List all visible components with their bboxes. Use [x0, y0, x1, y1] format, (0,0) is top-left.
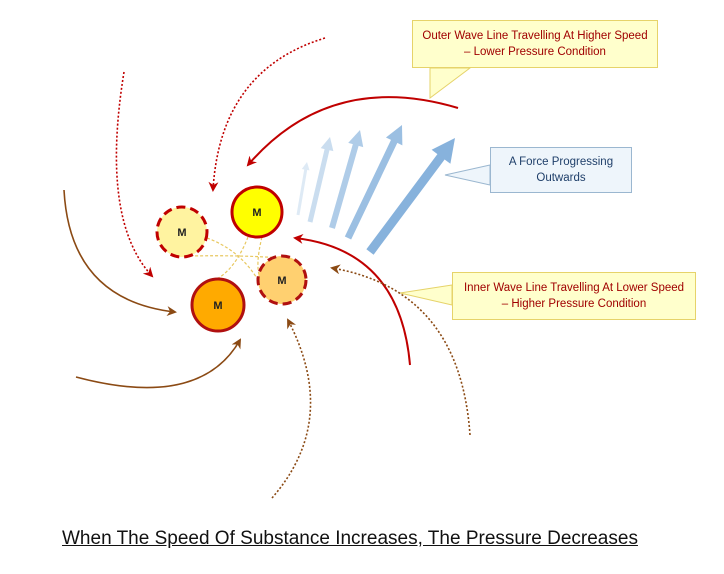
red-dotted-arrow-left: [115, 71, 154, 278]
force-arrow: [344, 125, 403, 240]
molecule-label: M: [277, 275, 287, 287]
force-arrow: [366, 138, 455, 255]
callout-outer-wave: Outer Wave Line Travelling At Higher Spe…: [412, 20, 658, 68]
red-dotted-arrow-top: [208, 37, 326, 192]
molecule-light-orange: [256, 254, 308, 306]
callout-pointer-force: [444, 164, 491, 186]
force-arrow: [296, 162, 310, 216]
callout-text: Outer Wave Line Travelling At Higher Spe…: [422, 30, 648, 42]
brown-dotted-arrow-right: [330, 264, 471, 436]
force-arrows: [296, 125, 455, 255]
caption: When The Speed Of Substance Increases, T…: [62, 528, 638, 549]
force-arrow: [307, 137, 334, 223]
outer-wave-arrow: [246, 96, 459, 167]
callout-pointer-outer: [429, 67, 472, 99]
callout-text: – Lower Pressure Condition: [464, 46, 606, 58]
molecule-orange: [190, 277, 246, 333]
molecule-label: M: [252, 207, 262, 219]
callout-text: – Higher Pressure Condition: [501, 298, 647, 310]
brown-arrow-bottom: [75, 338, 241, 389]
inner-wave-arrow: [293, 233, 411, 366]
brown-arrow-left: [63, 189, 177, 317]
molecule-pale: [155, 205, 209, 259]
callout-pointer-inner: [399, 284, 453, 306]
callout-inner-wave: Inner Wave Line Travelling At Lower Spee…: [452, 272, 696, 320]
molecule-label: M: [213, 300, 223, 312]
callout-text: Outwards: [536, 172, 586, 184]
molecule-label: M: [177, 227, 187, 239]
molecule-yellow: [230, 185, 284, 239]
brown-dotted-arrow-bottom: [271, 318, 312, 499]
force-arrow: [329, 130, 364, 229]
callout-text: A Force Progressing: [508, 156, 614, 168]
callout-text: Inner Wave Line Travelling At Lower Spee…: [463, 282, 685, 294]
